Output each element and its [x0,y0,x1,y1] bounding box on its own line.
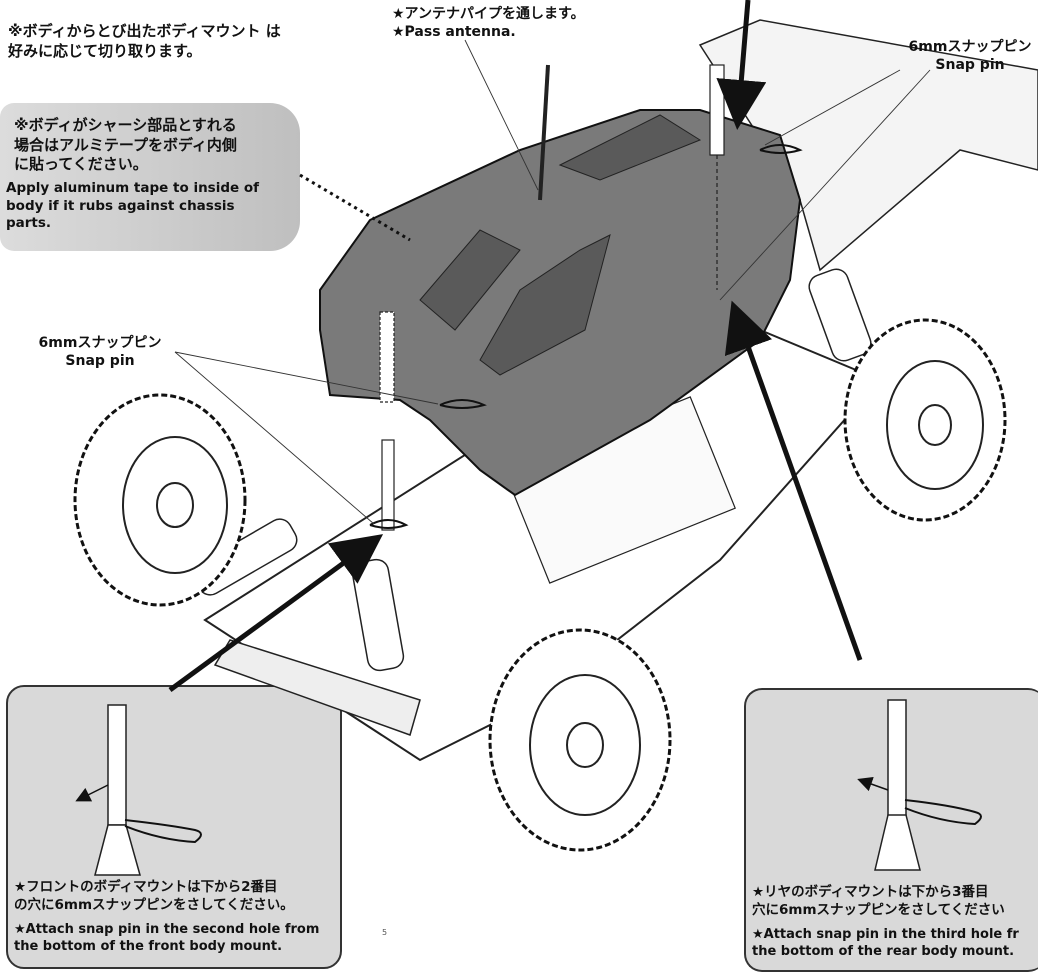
rear-body-post [709,64,725,156]
snap-pin-front [439,399,487,409]
rear-insert-arrow [716,0,767,130]
rear-mount-arrow [724,300,863,661]
rear-mount-detail-drawing [857,699,982,871]
snap-pin-front-label: 6mmスナップピン Snap pin [38,335,162,370]
body-shell [319,109,802,497]
front-body-post [379,311,395,403]
rear-shock [808,268,872,362]
front-mount-arrow [168,534,384,693]
antenna-pipe [538,64,550,201]
rear-mount-instruction-jp: ★リヤのボディマウントは下から3番目 穴に6mmスナップピンをさしてください [752,884,1005,918]
body-mount-trim-note: ※ボディからとび出たボディマウント は 好みに応じて切り取ります。 [8,22,281,60]
front-right-wheel [488,628,672,852]
front-mount-instruction-en: ★Attach snap pin in the second hole from… [14,922,320,954]
aluminum-tape-note-en: Apply aluminum tape to inside of body if… [6,180,260,232]
front-mount-instruction-jp: ★フロントのボディマウントは下から2番目 の穴に6mmスナップピンをさしてくださ… [14,879,294,913]
rear-wing [698,19,1038,272]
rear-mount-instruction-en: ★Attach snap pin in the third hole fr th… [752,927,1019,959]
page-number: 5 [382,928,388,937]
snap-pin-rear-label: 6mmスナップピン Snap pin [908,39,1032,74]
front-mount-detail-drawing [75,704,202,876]
front-left-wheel [73,393,247,607]
aluminum-tape-callout [0,103,300,251]
snap-pin-rear [759,144,803,154]
aluminum-tape-note-jp: ※ボディがシャーシ部品とすれる 場合はアルミテープをボディ内側 に貼ってください… [14,116,237,173]
rear-right-wheel [843,318,1007,522]
antenna-note: ★アンテナパイプを通します。 ★Pass antenna. [392,6,585,41]
